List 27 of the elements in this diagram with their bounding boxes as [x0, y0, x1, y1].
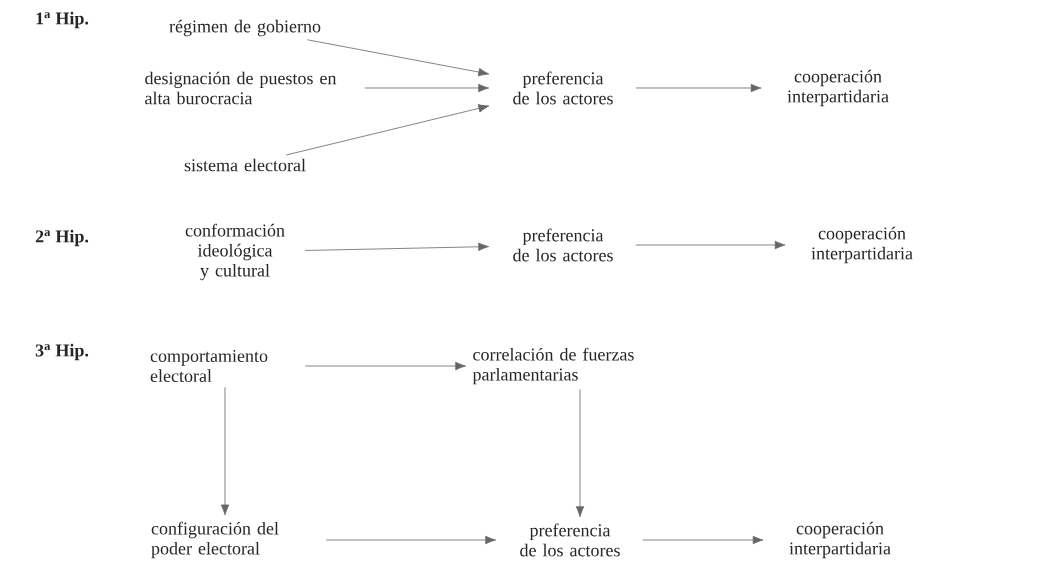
arrow — [220, 386, 230, 516]
arrow — [364, 83, 490, 93]
node-text: cooperación interpartidaria — [787, 69, 889, 107]
arrow — [642, 535, 764, 545]
arrow — [325, 535, 497, 545]
arrow — [575, 389, 585, 518]
node-text: conformación ideológica y cultural — [185, 223, 285, 281]
hypothesis-label: 3$^{a}$ Hip. — [35, 343, 89, 361]
hypothesis-label: 2$^{a}$ Hip. — [35, 229, 89, 247]
node-text: régimen de gobierno — [169, 19, 321, 37]
arrow — [304, 242, 490, 251]
node-text: designación de puestos en alta burocracia — [145, 71, 337, 105]
node-text: correlación de fuerzas parlamentarias — [472, 347, 634, 385]
hypothesis-label: 1$^{a}$ Hip. — [36, 11, 89, 29]
arrow — [635, 83, 762, 93]
node-text: comportamiento electoral — [150, 349, 268, 383]
arrow — [306, 39, 490, 77]
node-text: preferencia de los actores — [520, 523, 620, 557]
node-text: cooperación interpartidaria — [811, 226, 913, 264]
arrow — [285, 104, 490, 156]
node-text: cooperación interpartidaria — [789, 521, 891, 559]
node-text: sistema electoral — [184, 158, 306, 172]
arrow — [304, 361, 467, 371]
node-text: configuración del poder electoral — [151, 521, 279, 559]
node-text: preferencia de los actores — [513, 71, 613, 105]
node-text: preferencia de los actores — [513, 228, 613, 262]
arrow — [635, 240, 786, 250]
